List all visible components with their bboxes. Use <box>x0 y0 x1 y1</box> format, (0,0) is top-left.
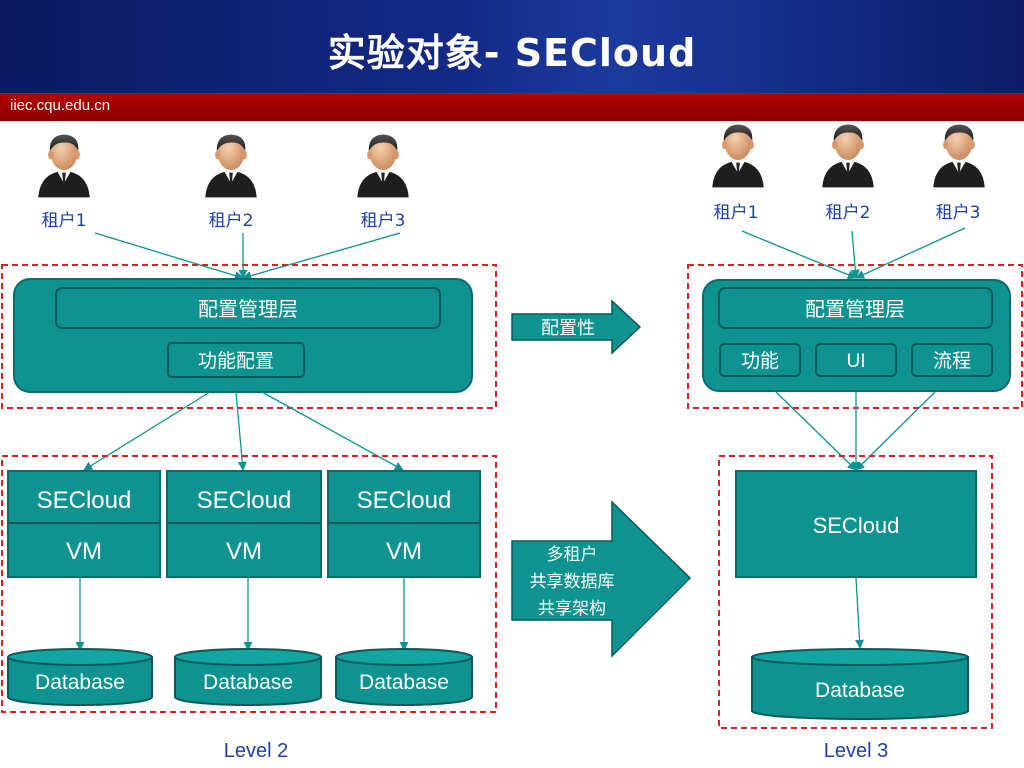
person-icon <box>712 124 764 188</box>
database-label: Database <box>815 679 905 702</box>
config-layer-bar <box>55 287 441 329</box>
instance-vm-label: VM <box>386 538 422 565</box>
app-box <box>735 470 977 578</box>
shared-arch-label: 共享架构 <box>538 599 606 619</box>
tenant-1-label: 租户1 <box>42 211 87 231</box>
tenant-3-label: 租户3 <box>361 211 406 231</box>
database-label: Database <box>35 671 125 694</box>
config-to-instance-link <box>83 391 211 471</box>
multi-tenant-label: 多租户 <box>547 545 598 565</box>
tenant-link <box>242 232 401 281</box>
shared-db-label: 共享数据库 <box>530 572 615 592</box>
person-icon <box>357 134 409 198</box>
config-to-app-link <box>775 391 857 471</box>
person-icon <box>205 134 257 198</box>
site-url: iiec.cqu.edu.cn <box>10 97 111 114</box>
config-dashed-boundary <box>687 264 1023 409</box>
tenant-3-label: 租户3 <box>936 203 981 223</box>
module-flow-label: 流程 <box>933 350 971 372</box>
multi-tenant-arrow <box>511 500 692 658</box>
instance-app-label: SECloud <box>197 487 292 514</box>
person-icon <box>38 134 90 198</box>
tenant-link <box>741 230 857 280</box>
database-cylinder <box>751 648 969 720</box>
database-label: Database <box>203 671 293 694</box>
app-to-db-link <box>854 577 865 649</box>
instance-vm-label: VM <box>66 538 102 565</box>
module-function-label: 功能 <box>741 350 779 372</box>
config-to-app-link <box>855 391 936 471</box>
person-icon <box>933 124 985 188</box>
function-config-label: 功能配置 <box>198 350 274 372</box>
config-layer-label: 配置管理层 <box>198 297 298 321</box>
module-flow-box <box>911 343 993 377</box>
tenant-2-label: 租户2 <box>826 203 871 223</box>
module-ui-box <box>815 343 897 377</box>
instances-dashed-boundary <box>1 455 497 713</box>
level-3-label: Level 3 <box>824 740 889 762</box>
red-bar <box>0 93 1024 121</box>
title-banner <box>0 0 1024 93</box>
tenant-link <box>855 227 966 279</box>
config-layer-label: 配置管理层 <box>805 297 905 321</box>
database-cylinder <box>174 648 322 706</box>
tenant-2-label: 租户2 <box>209 211 254 231</box>
person-icon <box>822 124 874 188</box>
tenant-1-label: 租户1 <box>714 203 759 223</box>
app-dashed-boundary <box>718 455 993 729</box>
config-dashed-boundary <box>1 264 497 409</box>
database-label: Database <box>359 671 449 694</box>
module-ui-label: UI <box>847 351 866 372</box>
config-to-instance-link <box>261 391 404 471</box>
database-cylinder <box>7 648 153 706</box>
app-label: SECloud <box>813 513 900 538</box>
database-cylinder <box>335 648 473 706</box>
configurability-arrow <box>511 299 642 355</box>
instance-vm-label: VM <box>226 538 262 565</box>
tenant-link <box>94 232 244 280</box>
config-to-instance-link <box>235 391 247 471</box>
tenant-link <box>850 230 860 279</box>
slide-title: 实验对象- SECloud <box>327 31 697 75</box>
module-function-box <box>719 343 801 377</box>
level-2-label: Level 2 <box>224 740 289 762</box>
instance-app-label: SECloud <box>357 487 452 514</box>
config-layer-bar <box>718 287 993 329</box>
instance-app-label: SECloud <box>37 487 132 514</box>
configurability-label: 配置性 <box>541 318 595 339</box>
function-config-box <box>167 342 305 378</box>
